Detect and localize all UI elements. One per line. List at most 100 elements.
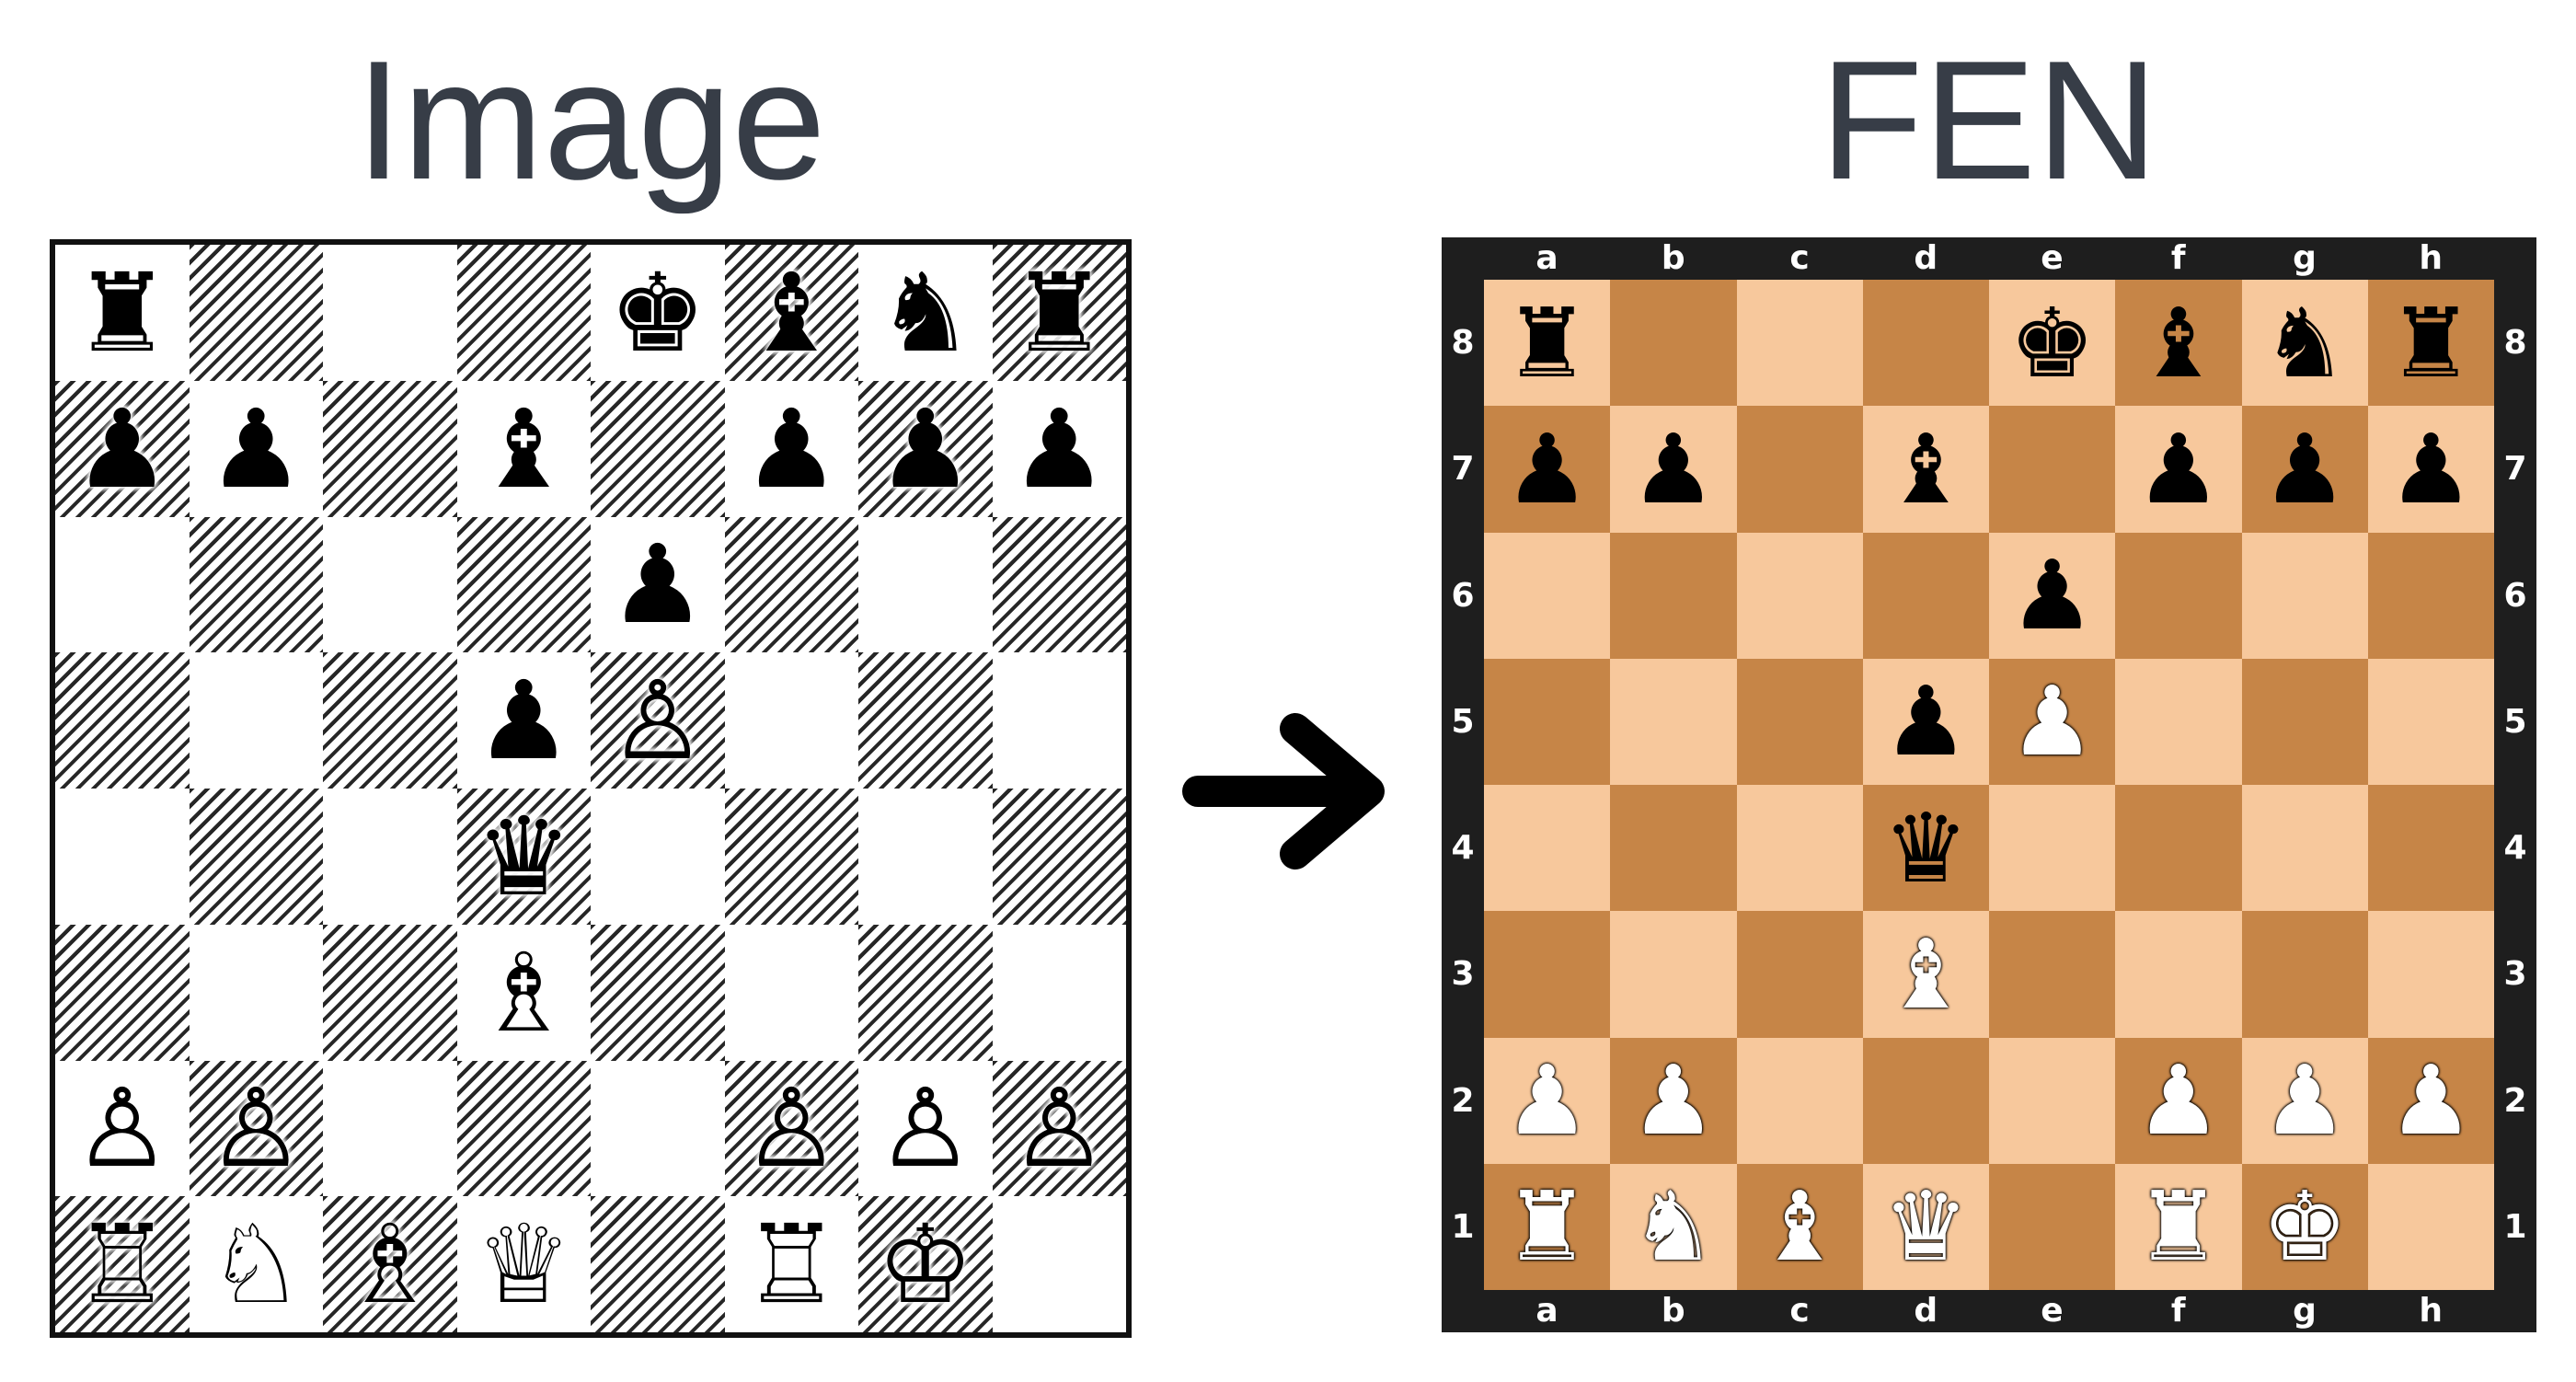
diagram-square-e8: ♚ <box>591 245 725 381</box>
square-b5 <box>1610 658 1737 785</box>
diagram-square-h6 <box>992 516 1126 653</box>
diagram-square-f5 <box>725 652 859 789</box>
black-pawn-icon: ♟ <box>1504 412 1591 525</box>
rank-label-1-right: 1 <box>2503 1207 2527 1246</box>
square-d4: ♛ <box>1862 785 1989 912</box>
diagram-square-b7: ♟ <box>190 381 324 517</box>
diagram-white-rook-icon: ♖ <box>742 1201 841 1329</box>
square-d6 <box>1862 532 1989 659</box>
diagram-black-pawn-icon: ♟ <box>475 657 573 785</box>
diagram-white-queen-icon: ♕ <box>475 1201 573 1329</box>
white-rook-icon: ♜ <box>1504 1170 1591 1284</box>
rank-label-6-left: 6 <box>1451 576 1475 615</box>
diagram-square-b8 <box>189 245 323 381</box>
square-d5: ♟ <box>1862 658 1989 785</box>
square-g2: ♟ <box>2241 1037 2368 1164</box>
white-pawn-icon: ♟ <box>2009 665 2096 778</box>
diagram-white-bishop-icon: ♗ <box>340 1201 439 1329</box>
black-pawn-icon: ♟ <box>2135 412 2222 525</box>
diagram-square-g5 <box>858 652 993 789</box>
rank-label-8-left: 8 <box>1451 324 1475 362</box>
black-pawn-icon: ♟ <box>2009 539 2096 652</box>
fen-board-squares: ♜♚♝♞♜♟♟♝♟♟♟♟♟♟♛♝♟♟♟♟♟♜♞♝♛♜♚ <box>1484 280 2494 1290</box>
diagram-square-c8 <box>323 245 457 381</box>
square-f1: ♜ <box>2115 1163 2242 1290</box>
file-label-h-bottom: h <box>2419 1292 2444 1330</box>
black-king-icon: ♚ <box>2009 286 2096 399</box>
square-c2 <box>1736 1037 1863 1164</box>
diagram-square-a2: ♙ <box>55 1061 190 1197</box>
file-label-e-top: e <box>2041 239 2064 277</box>
square-h8: ♜ <box>2367 280 2494 407</box>
rank-label-4-left: 4 <box>1451 829 1475 867</box>
diagram-black-queen-icon: ♛ <box>475 792 573 920</box>
diagram-square-e4 <box>591 789 725 925</box>
white-pawn-icon: ♟ <box>1630 1044 1717 1157</box>
diagram-square-h3 <box>993 925 1127 1061</box>
diagram-white-pawn-icon: ♙ <box>876 1065 974 1192</box>
square-b2: ♟ <box>1610 1037 1737 1164</box>
white-pawn-icon: ♟ <box>1504 1044 1591 1157</box>
square-g5 <box>2241 658 2368 785</box>
square-a1: ♜ <box>1484 1163 1611 1290</box>
diagram-square-a1: ♖ <box>55 1196 190 1332</box>
file-label-a-top: a <box>1535 239 1558 277</box>
diagram-square-d4: ♛ <box>456 789 591 925</box>
diagram-white-pawn-icon: ♙ <box>608 657 707 785</box>
square-h1 <box>2367 1163 2494 1290</box>
diagram-square-e1 <box>591 1196 725 1332</box>
black-pawn-icon: ♟ <box>2261 412 2348 525</box>
diagram-square-e7 <box>591 380 725 517</box>
square-f4 <box>2115 785 2242 912</box>
file-label-a-bottom: a <box>1535 1292 1558 1330</box>
diagram-black-pawn-icon: ♟ <box>73 385 171 512</box>
rank-label-6-right: 6 <box>2503 576 2527 615</box>
diagram-square-h8: ♜ <box>992 245 1126 381</box>
diagram-square-f8: ♝ <box>724 245 858 381</box>
black-bishop-icon: ♝ <box>1882 412 1969 525</box>
square-g1: ♚ <box>2241 1163 2368 1290</box>
diagram-square-g8: ♞ <box>858 245 993 381</box>
square-e2 <box>1989 1037 2116 1164</box>
square-f5 <box>2115 658 2242 785</box>
square-h3 <box>2367 911 2494 1038</box>
right-arrow-icon <box>1182 713 1385 870</box>
diagram-square-e3 <box>591 924 725 1061</box>
diagram-square-c4 <box>323 789 457 925</box>
rank-label-7-right: 7 <box>2503 450 2527 489</box>
diagram-square-g2: ♙ <box>858 1061 993 1197</box>
diagram-square-h2: ♙ <box>992 1060 1126 1197</box>
diagram-square-e2 <box>591 1061 725 1197</box>
diagram-square-g1: ♔ <box>858 1196 993 1332</box>
diagram-square-h1 <box>993 1196 1127 1332</box>
square-a8: ♜ <box>1484 280 1611 407</box>
rank-label-3-right: 3 <box>2503 955 2527 994</box>
black-rook-icon: ♜ <box>1504 286 1591 399</box>
square-c4 <box>1736 785 1863 912</box>
diagram-black-pawn-icon: ♟ <box>1010 385 1109 512</box>
diagram-white-pawn-icon: ♙ <box>207 1065 305 1192</box>
square-b8 <box>1610 280 1737 407</box>
square-a6 <box>1484 532 1611 659</box>
diagram-white-rook-icon: ♖ <box>73 1201 171 1329</box>
square-f3 <box>2115 911 2242 1038</box>
file-label-b-bottom: b <box>1661 1292 1685 1330</box>
diagram-square-g3 <box>858 924 993 1061</box>
diagram-square-c3 <box>323 924 457 1061</box>
diagram-black-knight-icon: ♞ <box>876 248 974 376</box>
diagram-white-bishop-icon: ♗ <box>475 928 573 1056</box>
square-e6: ♟ <box>1989 532 2116 659</box>
white-knight-icon: ♞ <box>1630 1170 1717 1284</box>
diagram-square-h4 <box>992 789 1126 925</box>
diagram-square-h5 <box>993 652 1127 789</box>
black-pawn-icon: ♟ <box>2387 412 2474 525</box>
diagram-square-c7 <box>323 380 457 517</box>
file-label-f-bottom: f <box>2170 1292 2186 1330</box>
square-f6 <box>2115 532 2242 659</box>
square-g3 <box>2241 911 2368 1038</box>
square-g7: ♟ <box>2241 406 2368 533</box>
diagram-square-d3: ♗ <box>457 925 592 1061</box>
diagram-square-f3 <box>725 925 859 1061</box>
diagram-square-a4 <box>55 789 190 925</box>
file-label-d-top: d <box>1914 239 1938 277</box>
